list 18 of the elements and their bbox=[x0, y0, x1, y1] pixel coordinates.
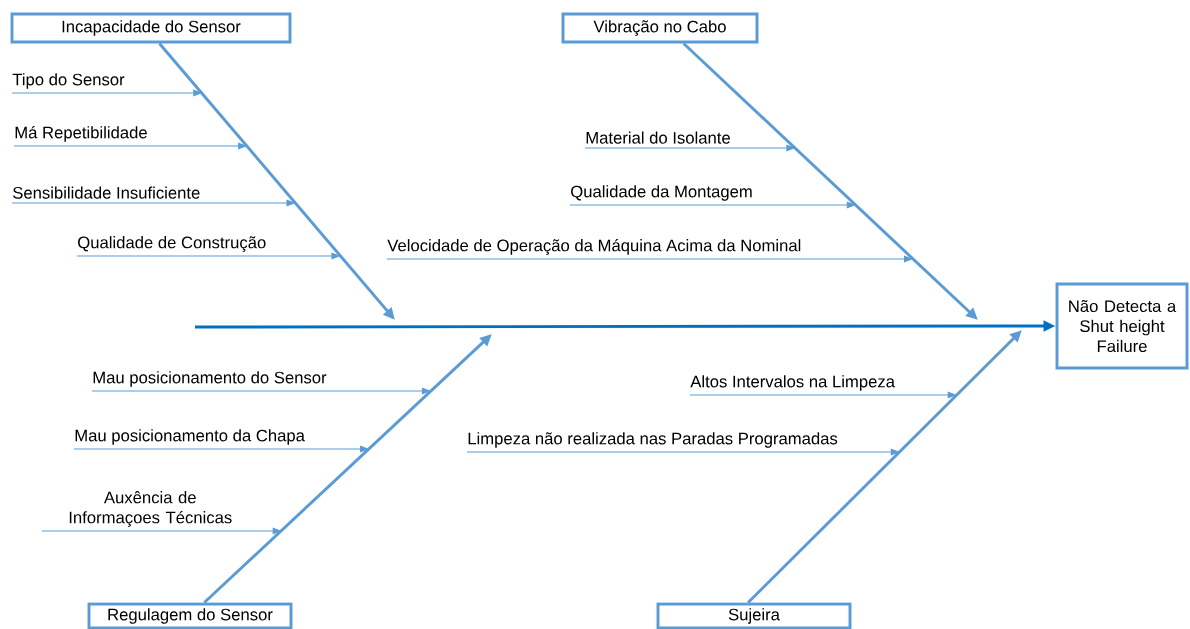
category-box: Incapacidade do Sensor bbox=[10, 12, 292, 44]
cause-text: Tipo do Sensor bbox=[12, 73, 125, 89]
cause-text: Sensibilidade Insuficiente bbox=[13, 186, 200, 199]
cause-arrow bbox=[569, 201, 856, 209]
category-box: Sujeira bbox=[656, 602, 852, 629]
cause-text: Limpeza não realizada nas Paradas Programadas bbox=[468, 432, 838, 448]
cause-text: Altos Intervalos na Limpeza bbox=[690, 375, 895, 391]
cause-text: Má Repetibilidade bbox=[15, 126, 147, 142]
cause-text: Auxência de Informaçoes Técnicas bbox=[69, 491, 232, 527]
cause-text: Velocidade de Operação da Máquina Acima da Nominal bbox=[387, 238, 801, 255]
cause-text: Qualidade de Construção bbox=[78, 236, 266, 252]
cause-text: Mau posicionamento da Chapa bbox=[75, 429, 305, 445]
cause-text: Material do Isolante bbox=[586, 131, 730, 144]
cause-text: Qualidade da Montagem bbox=[571, 185, 752, 201]
category-box: Regulagem do Sensor bbox=[87, 602, 293, 629]
cause-text: Mau posicionamento do Sensor bbox=[93, 371, 327, 387]
category-box: Vibração no Cabo bbox=[561, 12, 759, 44]
effect-box: Não Detecta a Shut height Failure bbox=[1055, 282, 1189, 370]
